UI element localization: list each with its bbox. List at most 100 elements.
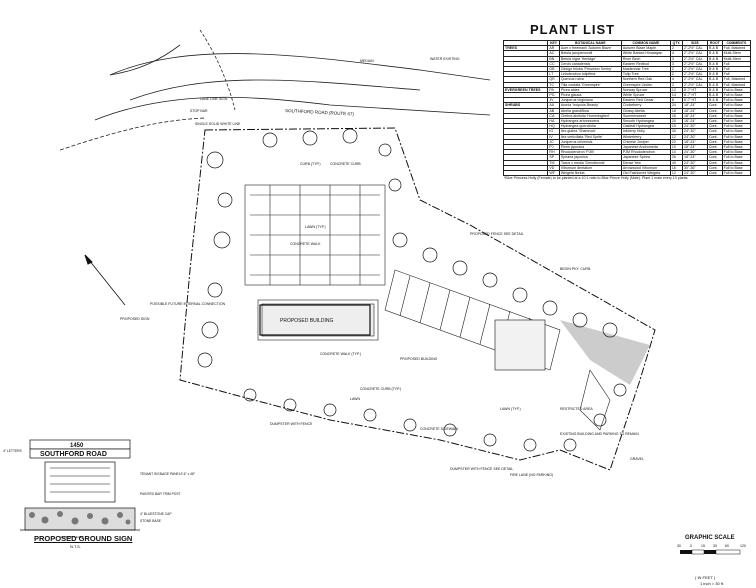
plant-list-cell: 24"-30" bbox=[681, 128, 708, 135]
plant-list-cell: WF bbox=[547, 170, 560, 177]
plant-list-cell: 6'-7' HT bbox=[681, 92, 708, 99]
building-center: PROPOSED BUILDING bbox=[259, 304, 371, 336]
plant-list-cell: TC bbox=[547, 81, 560, 88]
plant-list-cell: Ilex glabra 'Shamrock' bbox=[558, 128, 622, 135]
plant-list-cell: Betula jacquemontii bbox=[558, 50, 622, 57]
plant-list-cell: GB bbox=[547, 65, 560, 73]
plant-list-cell: Full to Base bbox=[721, 112, 752, 120]
graphic-scale-unit: ( IN FEET ) bbox=[695, 575, 716, 580]
svg-text:4" LETTERS: 4" LETTERS bbox=[3, 449, 23, 453]
svg-text:LAWN (TYP.): LAWN (TYP.) bbox=[500, 407, 521, 411]
hatched-area bbox=[560, 320, 650, 431]
svg-text:4" BLUESTONE CAP: 4" BLUESTONE CAP bbox=[140, 512, 172, 516]
plant-list-cell: VD bbox=[547, 164, 560, 172]
svg-text:30: 30 bbox=[713, 544, 717, 548]
plant-list-cell: 12 bbox=[669, 170, 683, 177]
svg-text:PROPOSED BUILDING: PROPOSED BUILDING bbox=[400, 357, 438, 361]
plant-group-label bbox=[502, 170, 549, 177]
svg-text:CONCRETE SIDEWALK: CONCRETE SIDEWALK bbox=[420, 427, 459, 431]
plant-list-title: PLANT LIST bbox=[530, 22, 616, 37]
north-arrow bbox=[84, 254, 126, 306]
svg-text:30: 30 bbox=[677, 544, 681, 548]
svg-text:LAWN: LAWN bbox=[350, 397, 360, 401]
plant-list-cell: Rhododendron 'PJM' bbox=[558, 149, 622, 156]
plant-list-cell: PG bbox=[547, 92, 560, 99]
plant-list-cell: Betula nigra 'Heritage' bbox=[558, 55, 622, 62]
plant-list-cell: Full to Base bbox=[721, 164, 752, 172]
plant-list-cell: 2"-2½" CAL bbox=[681, 60, 708, 68]
svg-text:EXISTING BUILDING AND PARKING: EXISTING BUILDING AND PARKING TO REMAIN bbox=[560, 432, 639, 436]
plant-list-cell: 24"-30" bbox=[681, 159, 708, 166]
svg-text:TENANT SIGNAGE PANELS 6" x 48": TENANT SIGNAGE PANELS 6" x 48" bbox=[140, 472, 196, 476]
plant-list-cell: AB bbox=[547, 107, 560, 114]
plant-list-cell: Full, Matched bbox=[721, 76, 752, 83]
plant-list-cell: Full to Base bbox=[721, 123, 752, 130]
svg-text:GRAVEL: GRAVEL bbox=[630, 457, 644, 461]
svg-text:LAWN (TYP.): LAWN (TYP.) bbox=[305, 225, 326, 229]
plant-list-cell: 18"-24" bbox=[681, 138, 708, 146]
plant-list-cell: Full to Base bbox=[721, 118, 752, 125]
plant-list-cell: Full to Base bbox=[721, 138, 752, 146]
svg-text:DUMPSTER WITH FENCE: DUMPSTER WITH FENCE bbox=[270, 422, 313, 426]
plant-list-cell: Juniperus chinensis bbox=[558, 138, 622, 146]
plant-list-cell: CC bbox=[547, 60, 560, 68]
svg-text:60: 60 bbox=[725, 544, 729, 548]
plant-list-cell: HA bbox=[547, 118, 560, 125]
svg-text:MEDIAN: MEDIAN bbox=[360, 59, 374, 63]
column-header: SIZE bbox=[681, 39, 708, 47]
plant-list-cell: Multi-Stem bbox=[721, 50, 752, 57]
svg-text:PROPOSED BUILDING: PROPOSED BUILDING bbox=[280, 318, 333, 324]
plant-list-cell: 2"-2½" CAL bbox=[681, 76, 708, 83]
parking-area-right bbox=[384, 269, 561, 371]
sign-number: 1450 bbox=[70, 443, 84, 449]
svg-text:CONCRETE WALK: CONCRETE WALK bbox=[290, 242, 321, 246]
plant-list-cell: AC bbox=[547, 50, 560, 57]
plant-list-cell: Full to Base bbox=[721, 86, 752, 94]
svg-text:DUMPSTER WITH FENCE SEE DETAIL: DUMPSTER WITH FENCE SEE DETAIL bbox=[450, 467, 513, 471]
plant-list-cell: Ilex verticillata 'Red Sprite' bbox=[558, 133, 622, 140]
plant-list-cell: Cont. bbox=[706, 170, 723, 177]
plant-list-note: *Blue Princess Holly (Female) to be plan… bbox=[504, 176, 689, 180]
plant-list-cell: BN bbox=[547, 55, 560, 62]
plant-list-cell: Full to Base bbox=[721, 144, 752, 151]
site-labels: WATER EXISTING MEDIAN LANE LINE SIGN SIN… bbox=[120, 57, 644, 477]
svg-text:STONE BASE: STONE BASE bbox=[140, 519, 162, 523]
svg-text:0: 0 bbox=[690, 544, 692, 548]
plant-list-cell: 18"-24" bbox=[681, 144, 708, 151]
plant-list-cell: 18"-24" bbox=[681, 107, 708, 114]
plant-list-cell: Juniperus virginiana bbox=[558, 97, 622, 104]
svg-text:FIRE LANE (NO PARKING): FIRE LANE (NO PARKING) bbox=[510, 473, 553, 477]
plant-list-cell: Full, Matched bbox=[721, 45, 752, 52]
plant-list-cell: PA bbox=[547, 86, 560, 94]
plant-list-cell: Old Fashioned Weigela bbox=[620, 170, 671, 177]
plant-list-cell: Full to Base bbox=[721, 128, 752, 135]
svg-text:CONCRETE WALK (TYP.): CONCRETE WALK (TYP.) bbox=[320, 352, 361, 356]
plant-list-cell: 18"-24" bbox=[681, 102, 708, 109]
plant-list-cell: 2"-2½" CAL bbox=[681, 81, 708, 88]
svg-text:BEGIN PKY. CURB: BEGIN PKY. CURB bbox=[560, 267, 591, 271]
plant-list-cell: 24"-30" bbox=[681, 133, 708, 140]
road-edges bbox=[59, 29, 491, 151]
svg-text:PROPOSED SIGN: PROPOSED SIGN bbox=[120, 317, 150, 321]
svg-text:120: 120 bbox=[740, 544, 746, 548]
plant-list-cell: Full to Base bbox=[721, 159, 752, 166]
plant-list-cell: Multi-Stem bbox=[721, 55, 752, 62]
property-boundary bbox=[179, 127, 656, 471]
road-label: SOUTHFORD ROAD (ROUTE 67) bbox=[285, 108, 355, 117]
plant-list-cell: Tilia cordata 'Greenspire' bbox=[558, 81, 622, 88]
column-header: COMMENTS bbox=[721, 39, 752, 47]
plant-list-cell: Weigela florida bbox=[558, 170, 622, 177]
plant-list-table: KEY BOTANICAL NAME COMMON NAME QTY. SIZE… bbox=[502, 39, 752, 177]
plant-list-cell: AA bbox=[547, 102, 560, 109]
